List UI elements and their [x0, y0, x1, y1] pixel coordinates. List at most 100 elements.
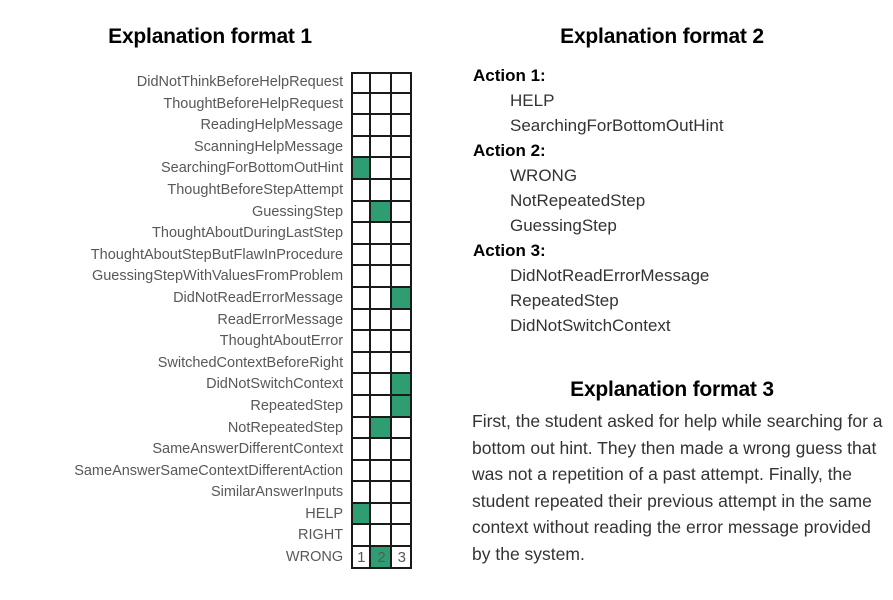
matrix-cell-empty[interactable]: [391, 158, 412, 180]
matrix-cell-empty[interactable]: [351, 287, 372, 310]
matrix-cell-empty[interactable]: [371, 179, 392, 202]
matrix-cell-empty[interactable]: [351, 72, 372, 94]
matrix-cell-empty[interactable]: [391, 223, 412, 245]
matrix-cell-empty[interactable]: [351, 395, 372, 418]
matrix-cell-empty[interactable]: [371, 374, 392, 396]
matrix-cell-empty[interactable]: [351, 93, 372, 116]
matrix-cell-empty[interactable]: [351, 201, 372, 224]
matrix-row: ScanningHelpMessage: [0, 136, 412, 159]
matrix-cell-empty[interactable]: [351, 331, 372, 353]
matrix-row-cells: [351, 93, 412, 116]
matrix-row-cells: [351, 525, 412, 548]
matrix-row-label: ReadingHelpMessage: [200, 117, 344, 134]
matrix-cell-empty[interactable]: [391, 352, 412, 375]
matrix-cell-empty[interactable]: [391, 482, 412, 504]
matrix-row-label: SameAnswerSameContextDifferentAction: [74, 462, 344, 479]
matrix-column-label: 2: [377, 549, 386, 566]
action-heading: Action 3:: [473, 241, 546, 260]
matrix-cell-empty[interactable]: [351, 223, 372, 245]
matrix-cell-empty[interactable]: [351, 244, 372, 267]
matrix-cell-empty[interactable]: [371, 309, 392, 332]
matrix-cell-empty[interactable]: [391, 266, 412, 288]
matrix-cell-filled[interactable]: [391, 287, 412, 310]
matrix-cell-empty[interactable]: [351, 417, 372, 440]
matrix-cell-filled[interactable]: [371, 417, 392, 440]
matrix-cell-empty[interactable]: [371, 266, 392, 288]
matrix-row: RepeatedStep: [0, 395, 412, 418]
matrix-cell-empty[interactable]: [371, 72, 392, 94]
matrix-cell-empty[interactable]: [371, 460, 392, 483]
matrix-cell-empty[interactable]: [351, 460, 372, 483]
matrix-cell-filled[interactable]: [371, 547, 392, 569]
matrix-cell-filled[interactable]: [391, 374, 412, 396]
matrix-cell-empty[interactable]: [371, 482, 392, 504]
matrix-cell-empty[interactable]: [391, 525, 412, 548]
matrix-cell-empty[interactable]: [391, 417, 412, 440]
matrix-cell-empty[interactable]: [391, 115, 412, 137]
matrix-row-cells: [351, 266, 412, 288]
matrix-row-label: ScanningHelpMessage: [193, 138, 344, 155]
matrix-cell-empty[interactable]: [391, 439, 412, 461]
matrix-row: ReadErrorMessage: [0, 309, 412, 332]
matrix-row-label: GuessingStep: [252, 203, 344, 220]
matrix-row-cells: [351, 309, 412, 332]
matrix-cell-empty[interactable]: [371, 287, 392, 310]
matrix-cell-empty[interactable]: [351, 352, 372, 375]
matrix-column-label: 3: [397, 549, 407, 566]
matrix-cell-empty[interactable]: [391, 331, 412, 353]
matrix-row-label: DidNotSwitchContext: [206, 376, 344, 393]
matrix-cell-empty[interactable]: [391, 136, 412, 159]
matrix-row-cells: [351, 179, 412, 202]
matrix-cell-empty[interactable]: [391, 547, 412, 569]
matrix-cell-empty[interactable]: [371, 395, 392, 418]
matrix-row-cells: [351, 395, 412, 418]
matrix-cell-empty[interactable]: [371, 439, 392, 461]
format3-title: Explanation format 3: [570, 378, 774, 401]
matrix-cell-empty[interactable]: [371, 525, 392, 548]
matrix-cell-empty[interactable]: [391, 460, 412, 483]
matrix-cell-empty[interactable]: [351, 439, 372, 461]
matrix-cell-empty[interactable]: [351, 266, 372, 288]
matrix-row: HELP: [0, 503, 412, 526]
matrix-cell-empty[interactable]: [351, 309, 372, 332]
matrix-cell-empty[interactable]: [351, 136, 372, 159]
matrix-cell-empty[interactable]: [371, 244, 392, 267]
matrix-cell-empty[interactable]: [371, 331, 392, 353]
matrix-cell-empty[interactable]: [391, 93, 412, 116]
matrix-row: GuessingStepWithValuesFromProblem: [0, 266, 412, 288]
matrix-row-label: ThoughtBeforeHelpRequest: [163, 95, 344, 112]
matrix-cell-empty[interactable]: [351, 115, 372, 137]
matrix-row-label: ThoughtBeforeStepAttempt: [167, 181, 344, 198]
matrix-row: SwitchedContextBeforeRight: [0, 352, 412, 375]
matrix-cell-filled[interactable]: [391, 395, 412, 418]
matrix-row: WRONG: [0, 547, 412, 569]
matrix-cell-empty[interactable]: [371, 115, 392, 137]
matrix-cell-empty[interactable]: [371, 223, 392, 245]
matrix-row-cells: [351, 482, 412, 504]
matrix-cell-empty[interactable]: [351, 482, 372, 504]
matrix-row: DidNotReadErrorMessage: [0, 287, 412, 310]
action-item: RepeatedStep: [510, 291, 619, 310]
matrix-cell-empty[interactable]: [391, 244, 412, 267]
matrix-cell-empty[interactable]: [371, 136, 392, 159]
matrix-row-label: RepeatedStep: [250, 397, 344, 414]
matrix-cell-empty[interactable]: [391, 179, 412, 202]
matrix-cell-empty[interactable]: [351, 374, 372, 396]
matrix-cell-empty[interactable]: [391, 309, 412, 332]
matrix-cell-filled[interactable]: [351, 158, 372, 180]
matrix-cell-empty[interactable]: [391, 201, 412, 224]
matrix-cell-empty[interactable]: [371, 352, 392, 375]
matrix-cell-empty[interactable]: [391, 503, 412, 526]
matrix-cell-empty[interactable]: [371, 503, 392, 526]
matrix-row-cells: [351, 460, 412, 483]
matrix-cell-empty[interactable]: [351, 547, 372, 569]
matrix-cell-filled[interactable]: [351, 503, 372, 526]
matrix-cell-empty[interactable]: [371, 158, 392, 180]
matrix-cell-empty[interactable]: [371, 93, 392, 116]
matrix-cell-empty[interactable]: [351, 179, 372, 202]
matrix-cell-filled[interactable]: [371, 201, 392, 224]
matrix-cell-empty[interactable]: [391, 72, 412, 94]
matrix-row: RIGHT: [0, 525, 412, 548]
matrix-cell-empty[interactable]: [351, 525, 372, 548]
